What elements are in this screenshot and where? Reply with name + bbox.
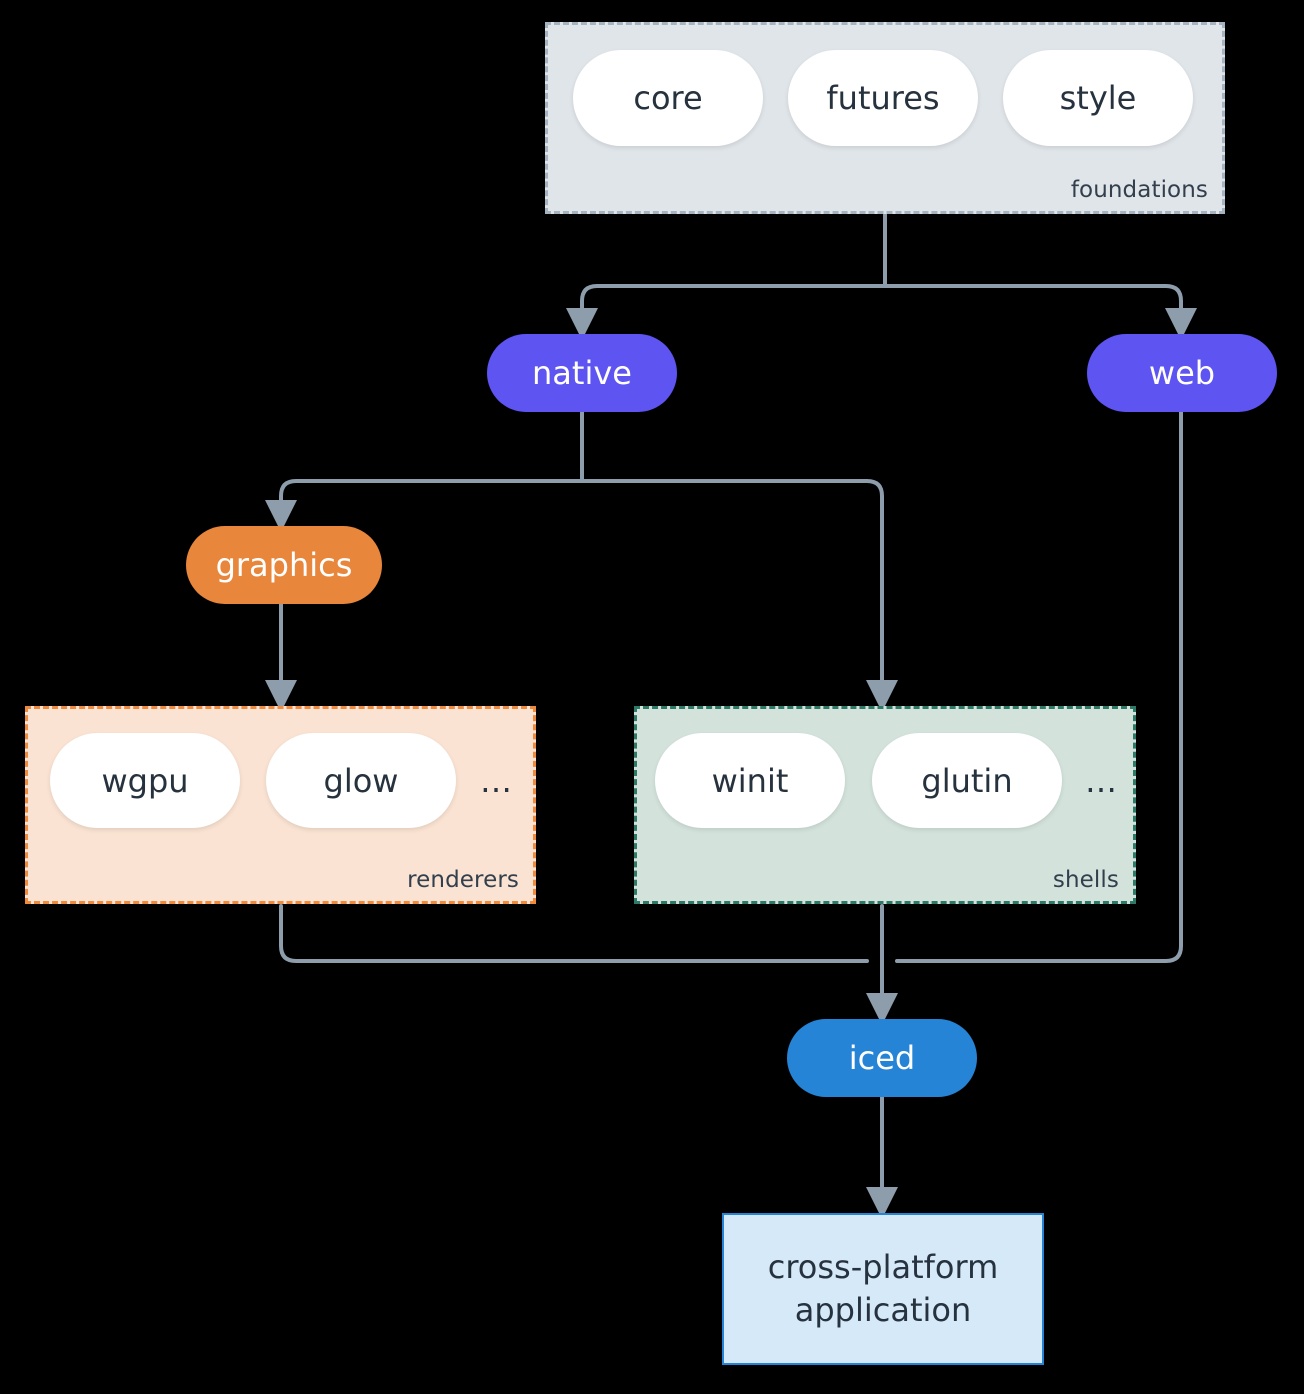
node-futures[interactable]: futures bbox=[788, 50, 978, 146]
node-wgpu[interactable]: wgpu bbox=[50, 733, 240, 828]
node-iced[interactable]: iced bbox=[787, 1019, 977, 1097]
node-glow[interactable]: glow bbox=[266, 733, 456, 828]
node-style[interactable]: style bbox=[1003, 50, 1193, 146]
node-native-label: native bbox=[532, 354, 632, 392]
node-winit[interactable]: winit bbox=[655, 733, 845, 828]
node-cross-platform-application[interactable]: cross-platform application bbox=[722, 1213, 1044, 1365]
node-futures-label: futures bbox=[826, 79, 940, 117]
node-native[interactable]: native bbox=[487, 334, 677, 412]
cluster-label-shells: shells bbox=[1052, 867, 1119, 893]
node-web-label: web bbox=[1148, 354, 1216, 392]
edge-foundations-to-web bbox=[883, 284, 1197, 340]
cluster-label-renderers: renderers bbox=[407, 867, 519, 893]
edge-foundations-to-native bbox=[566, 284, 887, 340]
node-glutin-label: glutin bbox=[921, 761, 1013, 800]
node-winit-label: winit bbox=[711, 761, 789, 800]
node-style-label: style bbox=[1059, 79, 1137, 117]
edge-native-to-graphics bbox=[265, 479, 584, 532]
node-core-label: core bbox=[633, 79, 703, 117]
cluster-label-foundations: foundations bbox=[1070, 177, 1208, 203]
node-iced-label: iced bbox=[848, 1039, 916, 1077]
renderers-more-ellipsis: … bbox=[480, 762, 512, 800]
node-graphics[interactable]: graphics bbox=[186, 526, 382, 604]
node-web[interactable]: web bbox=[1087, 334, 1277, 412]
shells-more-ellipsis: … bbox=[1085, 762, 1117, 800]
application-label-line2: application bbox=[794, 1291, 972, 1329]
application-label-line1: cross-platform bbox=[767, 1247, 999, 1286]
node-glutin[interactable]: glutin bbox=[872, 733, 1062, 828]
node-wgpu-label: wgpu bbox=[101, 761, 189, 800]
edge-renderers-to-iced bbox=[279, 904, 869, 963]
edge-native-to-shells bbox=[580, 479, 898, 712]
node-core[interactable]: core bbox=[573, 50, 763, 146]
node-graphics-label: graphics bbox=[215, 546, 353, 584]
node-glow-label: glow bbox=[323, 761, 399, 800]
